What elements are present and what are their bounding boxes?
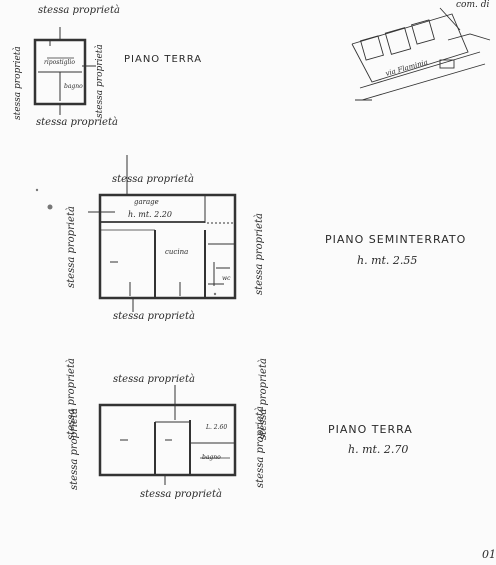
small-ground-floor-plan <box>33 38 96 106</box>
neighbor-label-bottom-basement: stessa proprietà <box>113 311 195 322</box>
neighbor-label-right-basement: stessa proprietà <box>254 213 265 295</box>
neighbor-label-left-ground-2: stessa proprietà <box>69 408 80 490</box>
basement-title: PIANO SEMINTERRATO <box>325 233 467 246</box>
neighbor-label-top-ground: stessa proprietà <box>113 374 195 385</box>
ground-height: h. mt. 2.70 <box>348 443 409 456</box>
basement-height: h. mt. 2.55 <box>357 254 418 267</box>
ground-floor-plan <box>98 403 237 477</box>
page-corner-number: 01 <box>482 548 496 561</box>
neighbor-label-top-small: stessa proprietà <box>38 5 120 16</box>
basement-room-wc: wc <box>222 275 231 282</box>
neighbor-label-bottom-ground: stessa proprietà <box>140 489 222 500</box>
neighbor-label-right-small: stessa proprietà <box>95 44 105 118</box>
small-plan-title: PIANO TERRA <box>124 54 203 65</box>
comune-label: com. di <box>456 0 490 10</box>
basement-room-cucina: cucina <box>165 248 189 256</box>
neighbor-label-bottom-small: stessa proprietà <box>36 117 118 128</box>
neighbor-label-left-basement: stessa proprietà <box>66 206 77 288</box>
neighbor-label-right-ground-2: stessa proprietà <box>255 406 266 488</box>
neighbor-label-top-basement: stessa proprietà <box>112 174 194 185</box>
garage-label: garage <box>134 198 159 206</box>
ground-room-2: bagno <box>202 454 221 461</box>
garage-height: h. mt. 2.20 <box>128 210 172 219</box>
neighbor-label-left-small: stessa proprietà <box>13 46 23 120</box>
ground-room-1: L. 2.60 <box>206 424 228 431</box>
location-map <box>351 7 491 101</box>
small-plan-room-2: bagno <box>64 83 83 90</box>
ground-title: PIANO TERRA <box>328 423 413 436</box>
small-plan-room-1: ripostiglio <box>44 59 75 66</box>
basement-plan <box>98 193 237 300</box>
